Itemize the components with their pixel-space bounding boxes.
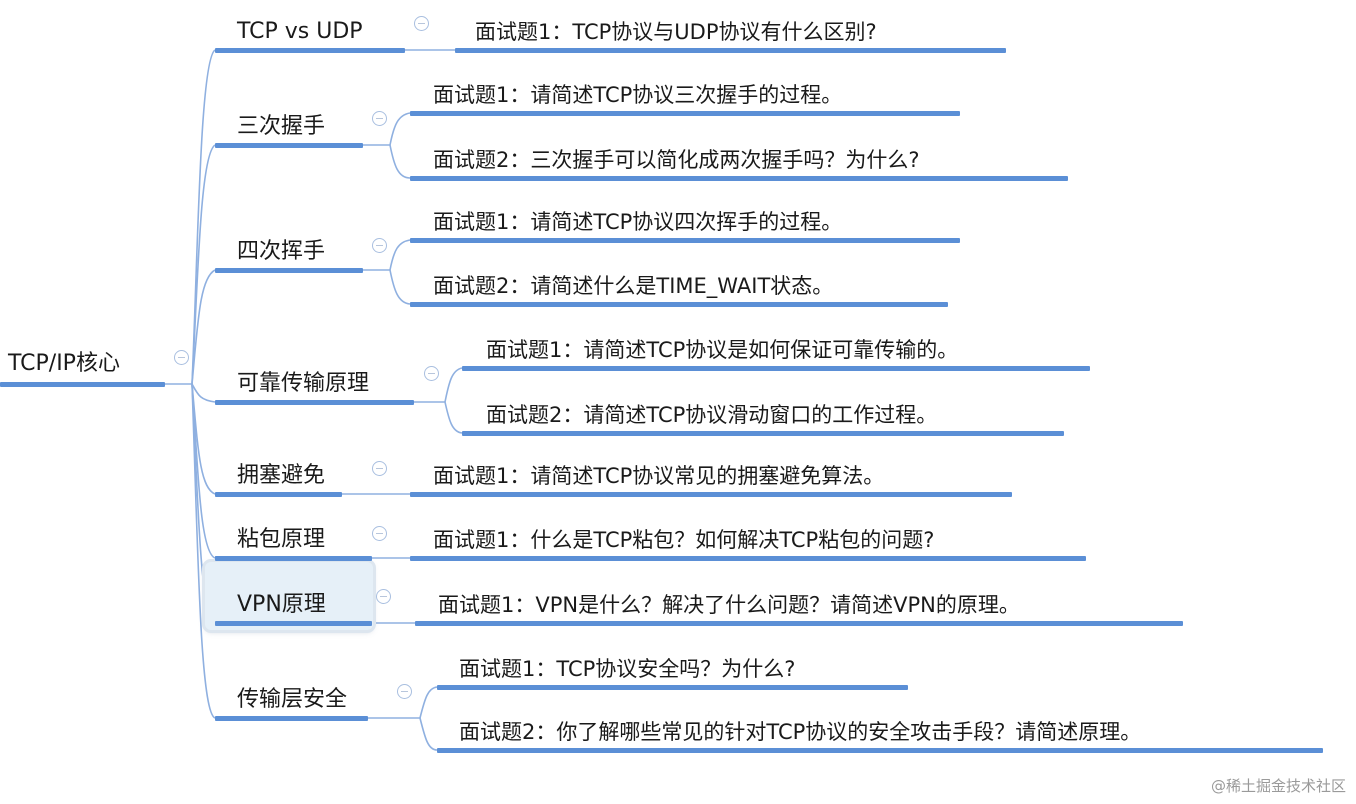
question-label: 面试题1：VPN是什么？解决了什么问题？请简述VPN的原理。 — [438, 593, 1020, 617]
collapse-minus-icon[interactable] — [376, 589, 391, 604]
question-underline — [437, 748, 1323, 753]
topic-underline — [215, 400, 414, 405]
question-label: 面试题1：请简述TCP协议三次握手的过程。 — [433, 83, 843, 107]
question-label: 面试题1：TCP协议安全吗？为什么? — [459, 657, 796, 681]
question-underline — [410, 111, 960, 116]
question-label: 面试题1：请简述TCP协议是如何保证可靠传输的。 — [486, 338, 959, 362]
topic-four-way-wave[interactable]: 四次挥手 — [215, 233, 363, 273]
topic-sticky-packet[interactable]: 粘包原理 — [215, 521, 342, 561]
topic-three-way-handshake[interactable]: 三次握手 — [215, 108, 363, 148]
collapse-minus-icon[interactable] — [414, 16, 429, 31]
topic-label: 三次握手 — [237, 114, 326, 139]
topic-underline — [215, 143, 363, 148]
question-reliable-2[interactable]: 面试题2：请简述TCP协议滑动窗口的工作过程。 — [462, 396, 1064, 436]
selected-node-highlight — [205, 562, 373, 630]
topic-vpn[interactable]: VPN原理 — [215, 586, 372, 626]
topic-transport-security[interactable]: 传输层安全 — [215, 681, 368, 721]
watermark: @稀土掘金技术社区 — [1210, 777, 1346, 795]
topic-underline — [215, 716, 368, 721]
question-label: 面试题2：请简述TCP协议滑动窗口的工作过程。 — [486, 403, 938, 427]
root-label: TCP/IP核心 — [8, 351, 120, 376]
root-underline — [0, 382, 165, 387]
collapse-minus-icon[interactable] — [372, 461, 387, 476]
question-label: 面试题2：你了解哪些常见的针对TCP协议的安全攻击手段？请简述原理。 — [459, 720, 1142, 744]
question-congestion-1[interactable]: 面试题1：请简述TCP协议常见的拥塞避免算法。 — [410, 457, 1012, 497]
question-label: 面试题2：三次握手可以简化成两次握手吗？为什么? — [433, 148, 920, 172]
question-underline — [410, 302, 948, 307]
question-reliable-1[interactable]: 面试题1：请简述TCP协议是如何保证可靠传输的。 — [462, 331, 1090, 371]
question-underline — [437, 685, 908, 690]
question-tcp-vs-udp-1[interactable]: 面试题1：TCP协议与UDP协议有什么区别? — [455, 14, 1006, 53]
collapse-minus-icon[interactable] — [397, 684, 412, 699]
question-underline — [410, 492, 1012, 497]
question-underline — [410, 556, 1086, 561]
root-collapse-minus-icon[interactable] — [174, 350, 189, 365]
topic-reliable-transfer[interactable]: 可靠传输原理 — [215, 365, 414, 405]
question-label: 面试题1：请简述TCP协议常见的拥塞避免算法。 — [433, 464, 885, 488]
collapse-minus-icon[interactable] — [372, 111, 387, 126]
question-underline — [410, 238, 960, 243]
collapse-minus-icon[interactable] — [424, 366, 439, 381]
topic-label: 可靠传输原理 — [237, 371, 370, 396]
question-security-1[interactable]: 面试题1：TCP协议安全吗？为什么? — [437, 650, 908, 690]
question-underline — [415, 621, 1183, 626]
topic-label: TCP vs UDP — [237, 19, 363, 44]
topic-underline — [215, 48, 405, 53]
question-label: 面试题1：请简述TCP协议四次挥手的过程。 — [433, 210, 843, 234]
question-sticky-1[interactable]: 面试题1：什么是TCP粘包？如何解决TCP粘包的问题? — [410, 521, 1086, 561]
question-underline — [462, 431, 1064, 436]
collapse-minus-icon[interactable] — [372, 238, 387, 253]
topic-label: 四次挥手 — [237, 239, 326, 264]
question-vpn-1[interactable]: 面试题1：VPN是什么？解决了什么问题？请简述VPN的原理。 — [415, 586, 1183, 626]
question-label: 面试题2：请简述什么是TIME_WAIT状态。 — [433, 274, 834, 298]
topic-label: 传输层安全 — [237, 687, 348, 712]
topic-label: 拥塞避免 — [237, 463, 326, 488]
question-underline — [455, 48, 1006, 53]
topic-congestion-avoidance[interactable]: 拥塞避免 — [215, 457, 342, 497]
question-underline — [462, 366, 1090, 371]
collapse-minus-icon[interactable] — [372, 526, 387, 541]
question-label: 面试题1：什么是TCP粘包？如何解决TCP粘包的问题? — [433, 528, 935, 552]
question-underline — [410, 176, 1068, 181]
topic-underline — [215, 268, 363, 273]
root-node[interactable]: TCP/IP核心 — [0, 350, 165, 387]
topic-label: 粘包原理 — [237, 527, 326, 552]
question-wave-2[interactable]: 面试题2：请简述什么是TIME_WAIT状态。 — [410, 267, 948, 307]
question-handshake-1[interactable]: 面试题1：请简述TCP协议三次握手的过程。 — [410, 76, 960, 116]
question-handshake-2[interactable]: 面试题2：三次握手可以简化成两次握手吗？为什么? — [410, 140, 1068, 181]
question-security-2[interactable]: 面试题2：你了解哪些常见的针对TCP协议的安全攻击手段？请简述原理。 — [437, 713, 1323, 753]
topic-underline — [215, 492, 342, 497]
topic-label: VPN原理 — [237, 592, 326, 617]
topic-tcp-vs-udp[interactable]: TCP vs UDP — [215, 14, 405, 53]
question-wave-1[interactable]: 面试题1：请简述TCP协议四次挥手的过程。 — [410, 203, 960, 243]
selected-top-underline — [215, 556, 372, 561]
topic-underline — [215, 621, 372, 626]
question-label: 面试题1：TCP协议与UDP协议有什么区别? — [475, 20, 877, 44]
